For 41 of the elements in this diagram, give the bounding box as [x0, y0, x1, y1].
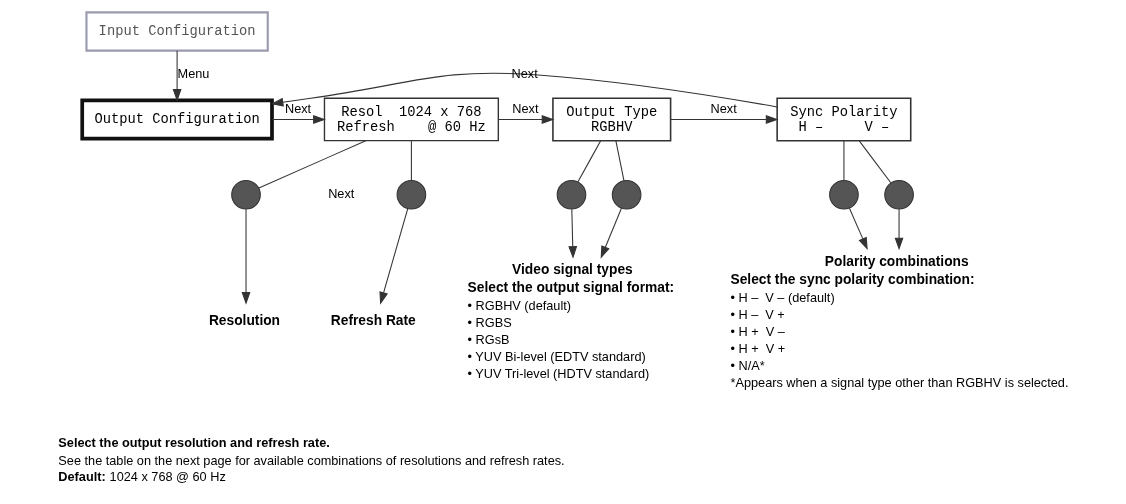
node-circle: [884, 179, 914, 210]
arrow: [271, 115, 326, 124]
node-text: Refresh Rate: [330, 313, 416, 329]
node-circle: [611, 179, 642, 210]
node-text: Polarity combinations Select the sync polarity combination: • H – V – (default) • H – V + • H + V – • H + V + • N/A* *Appears when a signal type other than RGBHV is selected.: [730, 253, 1069, 390]
edge-label: Next: [710, 100, 737, 116]
arrow: [670, 115, 779, 124]
arrow: [379, 208, 409, 305]
node-circle: [231, 179, 261, 210]
arrow: [172, 50, 182, 102]
node-circle: [396, 179, 427, 210]
arrow: [270, 72, 778, 108]
connector: [410, 140, 412, 181]
edge-label: Menu: [177, 65, 210, 81]
node-box: Resol 1024 x 768 Refresh @ 60 Hz: [323, 97, 499, 142]
arrow: [497, 115, 555, 124]
node-box: Input Configuration: [85, 11, 269, 52]
edge-label: Next: [512, 100, 539, 116]
edge-label: Next: [511, 65, 538, 81]
connector: [258, 140, 367, 189]
connector: [843, 140, 845, 181]
node-box: Output Type RGBHV: [552, 97, 672, 142]
label: Select the output resolution and refresh rate.: [58, 435, 330, 451]
connector: [615, 140, 625, 182]
node-text: Video signal types Select the output signal format: • RGBHV (default) • RGBS • RGsB • YUV Bi-level (EDTV standard) • YUV Tri-level (HDTV standard): [467, 262, 675, 382]
node-circle: [829, 179, 859, 210]
label: Default: 1024 x 768 @ 60 Hz: [58, 469, 226, 485]
edge-label: Next: [284, 100, 312, 116]
arrow: [848, 207, 868, 251]
connector: [577, 140, 602, 183]
arrow: [568, 208, 578, 259]
node-box: Output Configuration: [80, 98, 274, 141]
node-box: Sync Polarity H – V –: [776, 97, 912, 142]
node-circle: [556, 179, 587, 210]
node-text: Resolution: [208, 313, 281, 329]
label: Next: [328, 186, 355, 202]
arrow: [894, 208, 904, 251]
label: See the table on the next page for available combinations of resolutions and refresh rates.: [58, 453, 565, 469]
arrow: [600, 207, 622, 259]
connector: [858, 140, 892, 184]
arrow: [241, 208, 251, 305]
